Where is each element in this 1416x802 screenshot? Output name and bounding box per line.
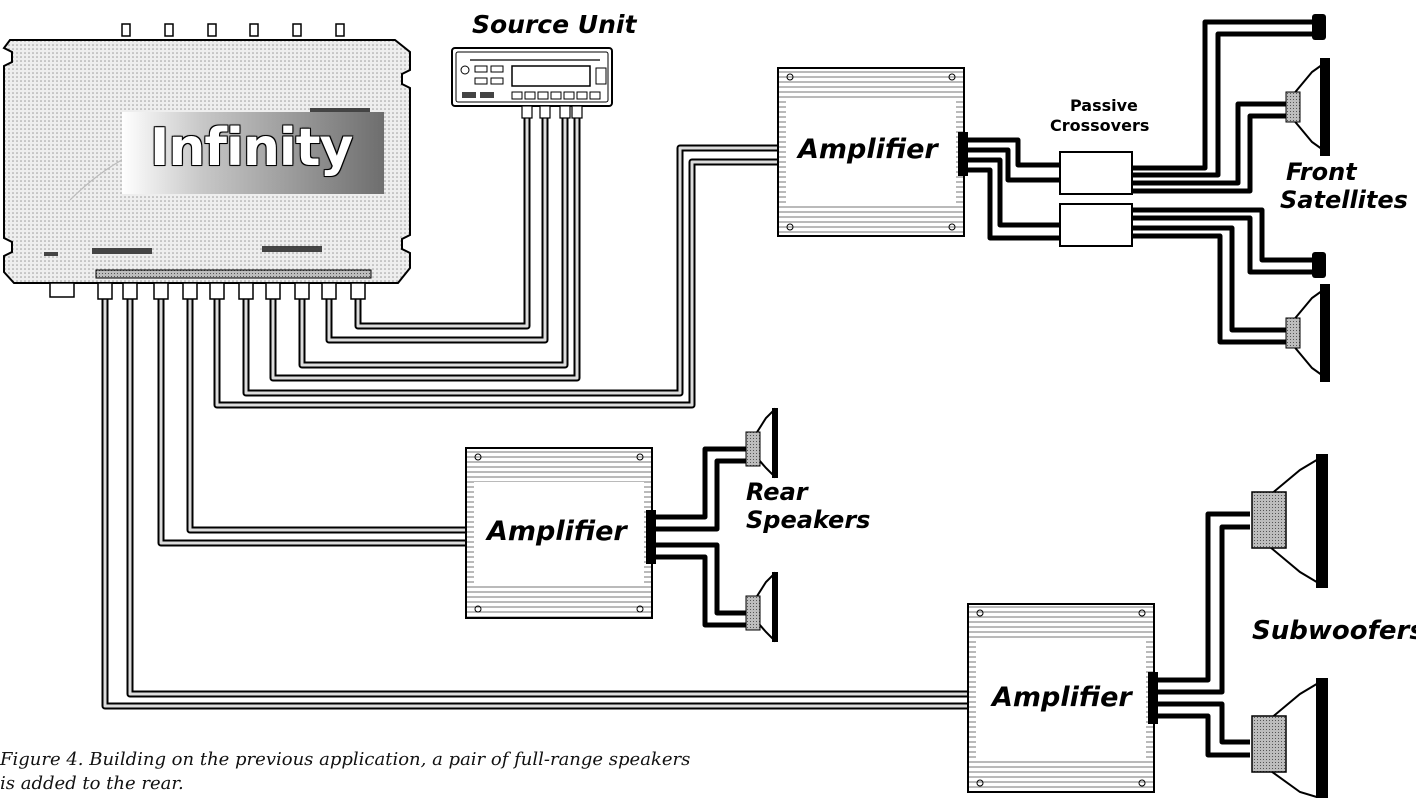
front-tweeter-top	[1312, 14, 1326, 40]
wire-sub-top-b	[1152, 524, 1250, 695]
processor-unit	[2, 23, 411, 300]
wire-xo1-woofer-b	[1130, 113, 1290, 194]
wire-front-xo1-b	[962, 147, 1060, 183]
subwoofer-top	[1251, 454, 1328, 588]
satellites-label: Satellites	[1280, 186, 1408, 214]
wire-xo2-woofer-b	[1130, 233, 1290, 345]
speaker-wires	[652, 19, 1312, 758]
wire-sub-top-a	[1152, 511, 1250, 683]
source-unit	[451, 47, 613, 119]
wire-front-xo2-a	[962, 157, 1060, 228]
sub-amplifier-label: Amplifier	[992, 682, 1132, 713]
processor-slot	[92, 248, 152, 254]
wire-rear-bottom-b	[652, 554, 748, 628]
processor-logo: Infinity	[150, 118, 353, 178]
rca-cables	[101, 118, 968, 710]
processor-slot	[262, 246, 322, 252]
passive-crossovers	[1059, 151, 1133, 247]
subwoofers-label: Subwoofers	[1252, 616, 1416, 646]
wire-rear-top-b	[652, 458, 748, 532]
front-amplifier-label: Amplifier	[798, 134, 938, 165]
wire-front-xo1-a	[962, 137, 1060, 168]
wire-sub-bottom-b	[1152, 713, 1250, 758]
subwoofer-bottom	[1251, 678, 1328, 800]
crossover-2	[1059, 203, 1133, 247]
amplifier-front	[777, 67, 968, 237]
crossovers-label: Crossovers	[1050, 116, 1150, 135]
wire-sub-bottom-a	[1152, 701, 1250, 745]
wire-xo1-tweeter-b	[1130, 31, 1312, 178]
source-unit-label: Source Unit	[472, 10, 637, 39]
front-woofer-top	[1285, 58, 1330, 156]
rca-jacks	[97, 282, 366, 300]
wire-xo2-tweeter-b	[1130, 215, 1312, 275]
front-tweeter-bottom	[1312, 252, 1326, 278]
figure-caption: Figure 4. Building on the previous appli…	[0, 749, 691, 794]
passive-label: Passive	[1070, 96, 1138, 115]
rear-speaker-bottom	[745, 571, 778, 643]
wire-xo2-woofer-a	[1130, 225, 1290, 333]
wire-rear-top-a	[652, 446, 748, 520]
amplifier-rear	[465, 447, 656, 619]
amplifier-sub	[967, 603, 1158, 793]
front-woofer-bottom	[1285, 284, 1330, 382]
rear-label: Rear	[746, 478, 808, 506]
front-label: Front	[1286, 158, 1357, 186]
wire-xo1-tweeter-a	[1130, 19, 1312, 171]
speakers-label: Speakers	[746, 506, 871, 534]
wire-front-xo2-b	[962, 167, 1060, 241]
rear-amplifier-label: Amplifier	[487, 516, 627, 547]
wire-xo1-woofer-a	[1130, 101, 1290, 186]
source-display	[511, 65, 591, 87]
logo-band	[122, 112, 384, 194]
wire-xo2-tweeter-a	[1130, 207, 1312, 263]
crossover-1	[1059, 151, 1133, 195]
rear-speaker-top	[745, 407, 778, 479]
wire-rear-bottom-a	[652, 542, 748, 616]
